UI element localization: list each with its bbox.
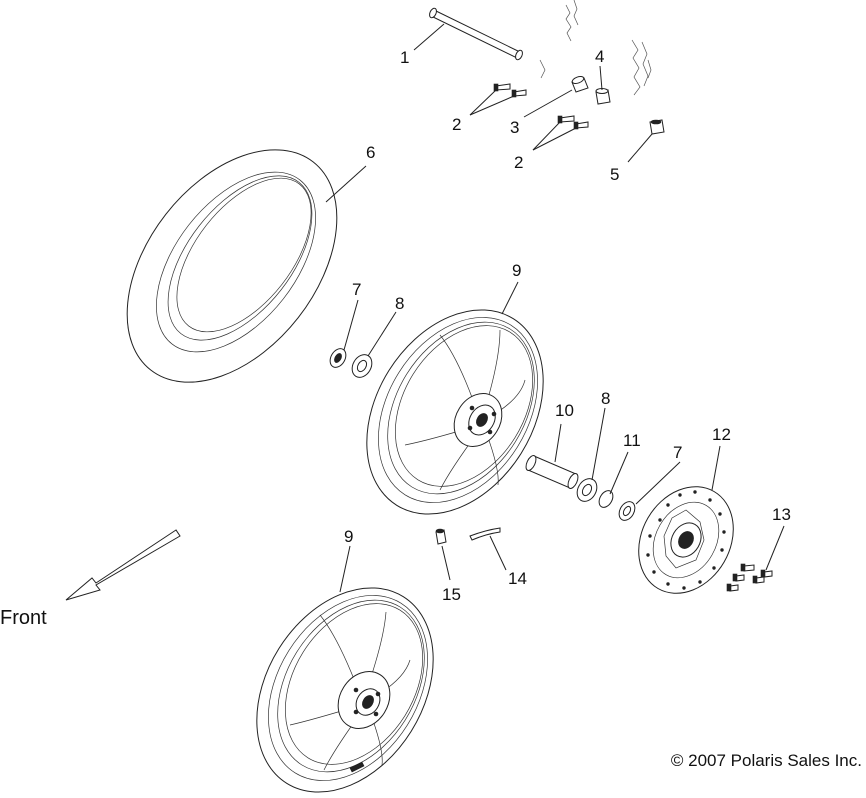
callout-8a: 8	[395, 294, 404, 313]
callout-11: 11	[623, 431, 641, 450]
balance-weight-part	[469, 527, 501, 541]
leader-lines	[325, 23, 785, 593]
callout-5: 5	[610, 165, 619, 184]
callout-9b: 9	[344, 527, 353, 546]
callout-2b: 2	[514, 153, 523, 172]
bushing-part	[595, 88, 611, 105]
fork-leg-hatching	[539, 0, 652, 96]
callout-8b: 8	[601, 389, 610, 408]
callout-7b: 7	[673, 443, 682, 462]
front-label: Front	[0, 607, 47, 629]
callout-2a: 2	[452, 115, 461, 134]
callout-1: 1	[400, 48, 409, 67]
callout-labels: 1 2 2 3 4 5 6 7 8 9 8 10 11 7 12 13 9 14…	[344, 47, 791, 604]
bearing-right-part	[576, 478, 598, 502]
wheel-upper-part	[366, 309, 544, 515]
disc-bolts-part	[726, 563, 773, 592]
front-direction-arrow	[65, 529, 181, 601]
callout-4: 4	[595, 47, 604, 66]
bolt-pair-upper	[493, 83, 527, 98]
callout-15: 15	[442, 585, 461, 604]
callout-14: 14	[508, 569, 527, 588]
seal-right-part	[618, 501, 636, 521]
snap-ring-part	[598, 490, 614, 508]
wheel-lower-part	[256, 587, 434, 793]
callout-9a: 9	[512, 261, 521, 280]
callout-13: 13	[772, 505, 791, 524]
callout-7a: 7	[352, 280, 361, 299]
copyright-notice: © 2007 Polaris Sales Inc.	[671, 751, 862, 770]
seal-left-part	[329, 348, 347, 368]
tire-part	[126, 149, 338, 383]
spacer-tube-part	[525, 455, 579, 489]
callout-6: 6	[366, 143, 375, 162]
callout-10: 10	[555, 401, 574, 420]
brake-disc-part	[638, 486, 734, 594]
callout-3: 3	[510, 118, 519, 137]
spacer-part	[571, 76, 589, 93]
bolt-pair-lower	[557, 115, 589, 130]
valve-stem-part	[435, 528, 447, 545]
axle-nut-part	[649, 119, 665, 135]
callout-12: 12	[712, 425, 731, 444]
bearing-left-part	[351, 354, 373, 378]
axle-part	[429, 7, 523, 61]
